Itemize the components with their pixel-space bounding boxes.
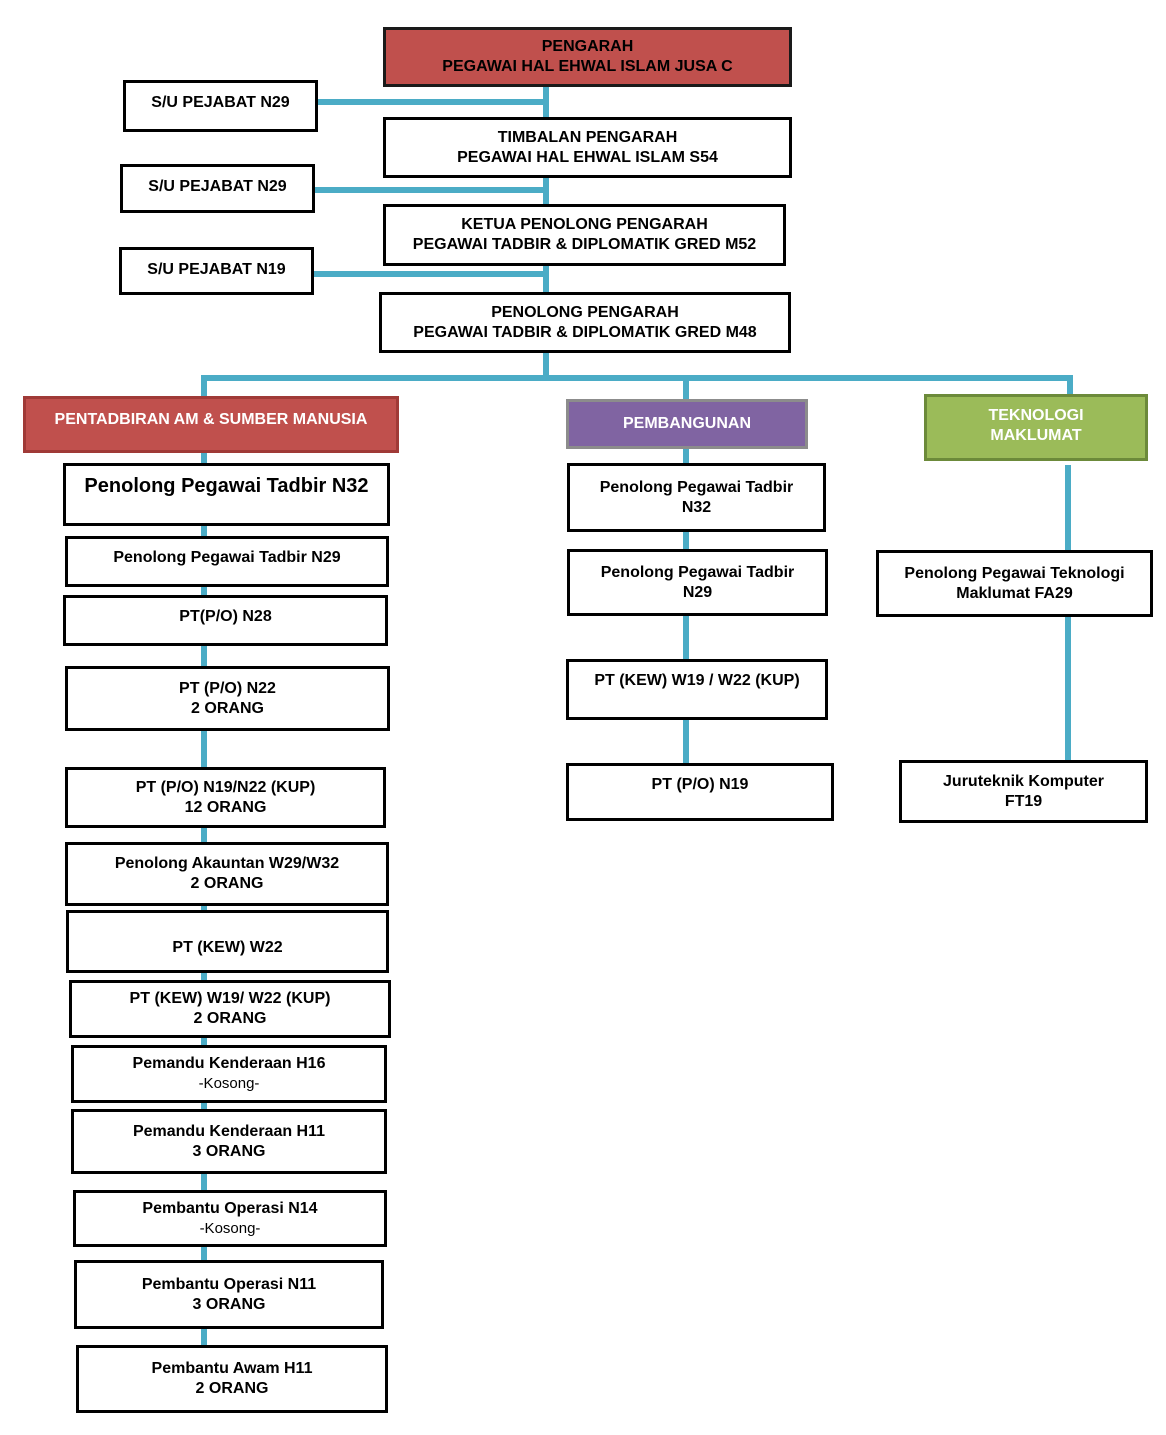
admin-unit-box: PT (KEW) W22 xyxy=(66,910,389,973)
admin-unit-title: Penolong Pegawai Tadbir N32 xyxy=(84,475,369,497)
secretary-label: S/U PEJABAT N29 xyxy=(148,178,287,195)
dev-unit-box: Penolong Pegawai Tadbir N29 xyxy=(567,549,828,616)
admin-unit-status: -Kosong- xyxy=(199,1219,261,1237)
assistant-director-title: PENOLONG PENGARAH xyxy=(491,303,679,321)
section-it-label-1: TEKNOLOGI xyxy=(988,407,1084,424)
secretary-box: S/U PEJABAT N29 xyxy=(120,164,315,213)
dev-unit-box: PT (KEW) W19 / W22 (KUP) xyxy=(566,659,828,720)
it-unit-grade: Maklumat FA29 xyxy=(956,584,1073,602)
admin-unit-title: Penolong Pegawai Tadbir N29 xyxy=(113,549,341,566)
admin-unit-title: PT (KEW) W19/ W22 (KUP) xyxy=(129,990,331,1007)
section-development: PEMBANGUNAN xyxy=(566,399,808,449)
section-admin-label: PENTADBIRAN AM & SUMBER MANUSIA xyxy=(54,411,368,428)
admin-unit-title: PT (P/O) N19/N22 (KUP) xyxy=(135,778,316,796)
director-grade: PEGAWAI HAL EHWAL ISLAM JUSA C xyxy=(442,58,733,75)
dev-unit-grade: N32 xyxy=(681,498,712,516)
section-development-label: PEMBANGUNAN xyxy=(623,415,751,432)
secretary-box: S/U PEJABAT N19 xyxy=(119,247,314,295)
director-title: PENGARAH xyxy=(541,38,634,55)
dev-unit-title: PT (P/O) N19 xyxy=(651,776,749,793)
admin-unit-box: PT (P/O) N19/N22 (KUP) 12 ORANG xyxy=(65,767,386,828)
assistant-director-grade: PEGAWAI TADBIR & DIPLOMATIK GRED M48 xyxy=(413,323,757,341)
dev-unit-grade: N29 xyxy=(682,583,713,601)
director-box: PENGARAH PEGAWAI HAL EHWAL ISLAM JUSA C xyxy=(383,27,792,87)
secretary-label: S/U PEJABAT N29 xyxy=(151,94,290,111)
chief-assistant-grade: PEGAWAI TADBIR & DIPLOMATIK GRED M52 xyxy=(412,236,757,253)
admin-unit-count: 3 ORANG xyxy=(192,1295,266,1313)
admin-unit-title: Penolong Akauntan W29/W32 xyxy=(114,855,340,872)
deputy-director-box: TIMBALAN PENGARAH PEGAWAI HAL EHWAL ISLA… xyxy=(383,117,792,178)
it-unit-grade: FT19 xyxy=(1004,792,1043,810)
admin-unit-status: -Kosong- xyxy=(198,1075,260,1092)
admin-unit-count: 2 ORANG xyxy=(195,1380,269,1397)
dev-unit-title: PT (KEW) W19 / W22 (KUP) xyxy=(594,672,800,689)
admin-unit-box: Pembantu Operasi N11 3 ORANG xyxy=(74,1260,384,1329)
dev-unit-box: PT (P/O) N19 xyxy=(566,763,834,821)
assistant-director-box: PENOLONG PENGARAH PEGAWAI TADBIR & DIPLO… xyxy=(379,292,791,353)
section-admin-hr: PENTADBIRAN AM & SUMBER MANUSIA xyxy=(23,396,399,453)
admin-unit-count: 12 ORANG xyxy=(184,798,267,816)
admin-unit-box: PT(P/O) N28 xyxy=(63,595,388,646)
chief-assistant-title: KETUA PENOLONG PENGARAH xyxy=(461,216,708,233)
section-it: TEKNOLOGI MAKLUMAT xyxy=(924,394,1148,461)
secretary-label: S/U PEJABAT N19 xyxy=(147,261,286,278)
admin-unit-box: PT (KEW) W19/ W22 (KUP) 2 ORANG xyxy=(69,980,391,1038)
admin-unit-title: PT (P/O) N22 xyxy=(179,679,276,697)
admin-unit-box: Pemandu Kenderaan H16 -Kosong- xyxy=(71,1045,387,1103)
dev-unit-title: Penolong Pegawai Tadbir xyxy=(600,563,795,581)
it-unit-title: Penolong Pegawai Teknologi xyxy=(904,564,1125,582)
admin-unit-title: PT (KEW) W22 xyxy=(172,939,283,956)
admin-unit-title: Pemandu Kenderaan H16 xyxy=(132,1055,326,1072)
admin-unit-box: PT (P/O) N22 2 ORANG xyxy=(65,666,390,731)
deputy-title: TIMBALAN PENGARAH xyxy=(497,128,678,146)
section-it-label-2: MAKLUMAT xyxy=(990,427,1082,444)
dev-unit-title: Penolong Pegawai Tadbir xyxy=(599,478,794,496)
chief-assistant-director-box: KETUA PENOLONG PENGARAH PEGAWAI TADBIR &… xyxy=(383,204,786,266)
admin-unit-box: Pembantu Operasi N14 -Kosong- xyxy=(73,1190,387,1247)
secretary-box: S/U PEJABAT N29 xyxy=(123,80,318,132)
admin-unit-box: Penolong Pegawai Tadbir N32 xyxy=(63,463,390,526)
admin-unit-title: Pembantu Awam H11 xyxy=(151,1360,313,1377)
admin-unit-title: Pembantu Operasi N14 xyxy=(142,1199,318,1217)
admin-unit-title: Pemandu Kenderaan H11 xyxy=(132,1122,326,1140)
admin-unit-title: PT(P/O) N28 xyxy=(179,608,272,625)
admin-unit-title: Pembantu Operasi N11 xyxy=(141,1275,317,1293)
admin-unit-count: 2 ORANG xyxy=(190,875,264,892)
admin-unit-box: Pemandu Kenderaan H11 3 ORANG xyxy=(71,1109,387,1174)
it-unit-box: Juruteknik Komputer FT19 xyxy=(899,760,1148,823)
admin-unit-count: 2 ORANG xyxy=(191,699,264,717)
it-unit-box: Penolong Pegawai Teknologi Maklumat FA29 xyxy=(876,550,1153,617)
it-unit-title: Juruteknik Komputer xyxy=(943,772,1104,790)
dev-unit-box: Penolong Pegawai Tadbir N32 xyxy=(567,463,826,532)
deputy-grade: PEGAWAI HAL EHWAL ISLAM S54 xyxy=(457,148,718,166)
admin-unit-box: Penolong Akauntan W29/W32 2 ORANG xyxy=(65,842,389,906)
admin-unit-box: Penolong Pegawai Tadbir N29 xyxy=(65,536,389,587)
admin-unit-box: Pembantu Awam H11 2 ORANG xyxy=(76,1345,388,1413)
admin-unit-count: 3 ORANG xyxy=(192,1142,266,1160)
admin-unit-count: 2 ORANG xyxy=(193,1010,267,1027)
